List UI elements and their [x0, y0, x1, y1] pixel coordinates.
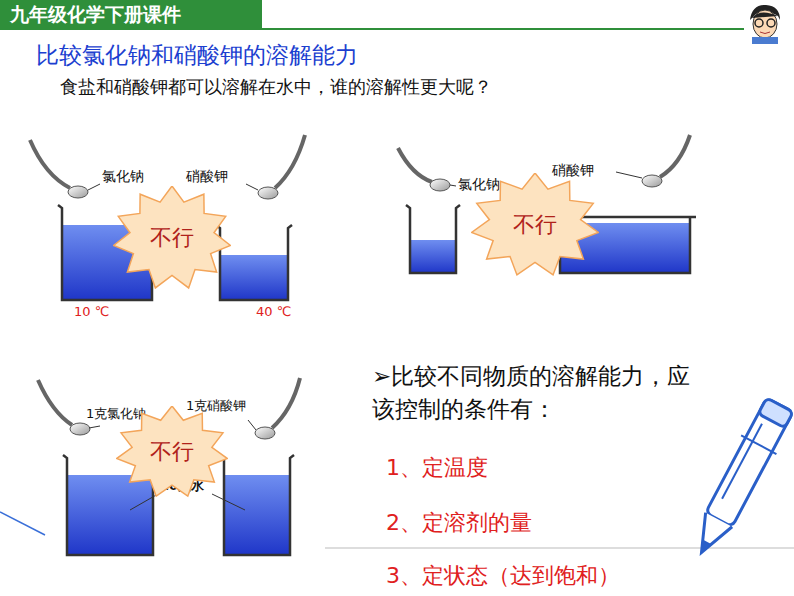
pen-drawing — [684, 396, 794, 562]
banner-bar — [0, 0, 262, 30]
spoon — [616, 135, 690, 187]
burst-shape: 不行 — [113, 186, 231, 290]
burst-shape: 不行 — [471, 173, 599, 277]
slide-title: 比较氯化钠和硝酸钾的溶解能力 — [36, 42, 358, 70]
teacher-icon — [744, 2, 784, 44]
deco-line — [0, 512, 45, 535]
leader-line — [212, 494, 245, 510]
banner-text: 九年级化学下册课件 — [10, 3, 181, 26]
substance-label: 氯化钠 — [458, 176, 500, 193]
burst-text: 不行 — [150, 223, 194, 253]
leader-line — [130, 494, 158, 510]
substance-label: 硝酸钾 — [186, 168, 228, 185]
condition-item: 2、定溶剂的量 — [386, 510, 532, 536]
spoon — [30, 140, 100, 198]
substance-label: 1克氯化钠 — [86, 406, 146, 422]
question-text: 食盐和硝酸钾都可以溶解在水中，谁的溶解性更大呢？ — [60, 76, 492, 98]
deco-line — [325, 548, 794, 549]
spoon — [398, 148, 456, 191]
temperature-label: 40 ℃ — [256, 304, 291, 320]
condition-item: 3、定状态（达到饱和） — [386, 563, 620, 589]
substance-label: 氯化钠 — [102, 168, 144, 185]
beaker — [406, 205, 460, 273]
substance-label: 硝酸钾 — [552, 162, 594, 179]
substance-label: 1克硝酸钾 — [186, 398, 246, 414]
burst-text: 不行 — [150, 437, 194, 467]
banner-line — [262, 28, 765, 30]
condition-item: 1、定温度 — [386, 455, 488, 481]
beaker — [216, 225, 292, 300]
burst-shape: 不行 — [116, 406, 228, 498]
beaker — [220, 455, 294, 555]
spoon — [248, 378, 300, 439]
note-text: ➢比较不同物质的溶解能力，应该控制的条件有： — [372, 360, 712, 427]
burst-text: 不行 — [513, 210, 557, 240]
spoon — [246, 135, 305, 199]
temperature-label: 10 ℃ — [74, 304, 109, 320]
